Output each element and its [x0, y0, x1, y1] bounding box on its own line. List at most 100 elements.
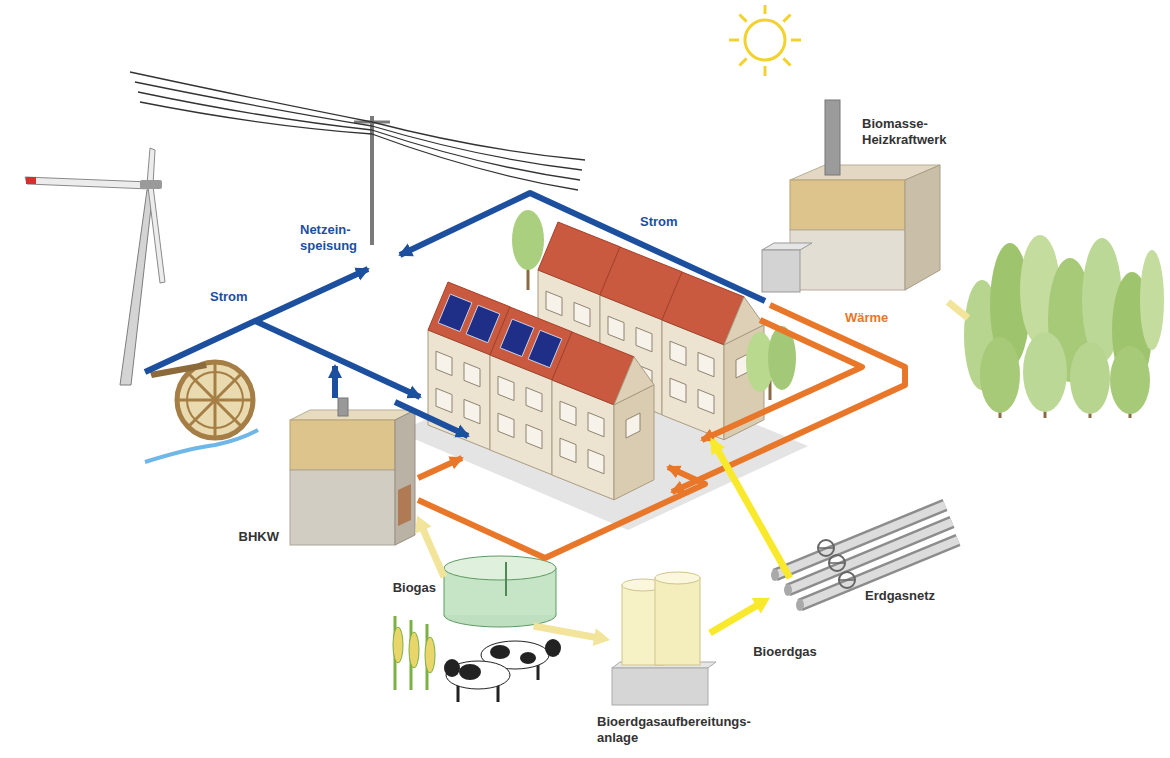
tree [1070, 342, 1110, 414]
wheel-spoke [188, 373, 242, 427]
tree [1110, 346, 1150, 414]
tank-edge [556, 568, 557, 615]
valve-wheel [839, 572, 855, 588]
node-label: Bioerdgasaufbereitungs- anlage [597, 714, 787, 746]
arrow-head [593, 628, 610, 646]
power-flow [332, 366, 338, 398]
bhkw-roof [290, 410, 415, 420]
node-label: Biogas [393, 580, 436, 596]
blade-tip [26, 177, 36, 184]
power-flow [395, 402, 468, 436]
sun-ray [740, 58, 747, 65]
cow-patch [520, 652, 536, 664]
arrow-head [752, 598, 770, 614]
power-flow [255, 321, 420, 397]
node-region: BHKW [285, 398, 417, 545]
heat-flow [418, 467, 705, 558]
gas-pipes [771, 505, 958, 611]
sun [729, 5, 801, 76]
pipe-end [784, 584, 792, 596]
flow-connector-group [534, 626, 610, 646]
annex-roof [762, 243, 812, 250]
flow-connector [422, 527, 444, 577]
wire [140, 102, 578, 190]
tree [1023, 332, 1067, 412]
node-label: Biomasse- Heizkraftwerk [862, 116, 974, 148]
corn [393, 616, 435, 690]
sun-ray [764, 5, 767, 14]
gas-flow [712, 440, 790, 578]
flow-label: Strom [210, 289, 248, 305]
pipe-end [796, 599, 804, 611]
plant-base [612, 668, 708, 705]
heat-flow [418, 458, 462, 478]
cow-head [444, 659, 460, 677]
node-region: Erdgasnetz [770, 500, 960, 615]
flow-connector-group [710, 598, 770, 633]
water-wheel [177, 362, 253, 438]
node-region: Biomasse- Heizkraftwerk [760, 100, 950, 295]
turbine-blade [148, 186, 165, 283]
valve-wheel [818, 540, 834, 556]
tank-top [444, 556, 556, 580]
turbine-blade [25, 177, 150, 189]
wire [135, 82, 582, 170]
solar-panels [438, 294, 500, 343]
pipe [800, 540, 958, 605]
node-label: BHKW [239, 529, 279, 545]
valve-wheel [829, 555, 845, 571]
sun-ray [729, 39, 739, 42]
heat-flows [418, 305, 905, 558]
flow-label: Wärme [845, 310, 888, 326]
heat-flow [672, 305, 905, 492]
sun-ray [791, 39, 801, 42]
flow-connector-group [415, 516, 444, 577]
annex [762, 250, 800, 292]
arrow-head [415, 516, 431, 534]
pipe [800, 540, 958, 605]
gas-cylinder [655, 578, 700, 665]
flow-connector [710, 604, 759, 633]
node-region: Bioerdgasaufbereitungs- anlage [610, 570, 710, 710]
valve-spoke [829, 562, 845, 564]
house-end [614, 357, 654, 500]
power-wires [130, 72, 585, 190]
bhkw-wall [290, 470, 395, 545]
corn-cob [393, 627, 403, 663]
edge-label: Bioerdgas [751, 644, 819, 660]
power-flows [145, 193, 765, 436]
cow-patch [490, 645, 510, 659]
turbine-blade [147, 148, 155, 185]
node-region: Biogas [444, 556, 556, 626]
forest [964, 235, 1164, 418]
sun-ray [740, 15, 747, 22]
solar-panels [500, 319, 562, 368]
tree [1140, 250, 1164, 350]
flow-label: Netzein- speisung [300, 222, 370, 254]
turbine-tower [120, 190, 153, 385]
power-flow [400, 193, 765, 301]
cow-patch [459, 664, 481, 680]
flow-label: Strom [640, 214, 678, 230]
corn-cob [425, 637, 435, 673]
door [398, 484, 411, 526]
bhkw-side [395, 410, 415, 545]
sun-ray [764, 66, 767, 76]
plant-side [905, 165, 940, 290]
plant-wall [790, 180, 905, 230]
sun-ray [783, 58, 790, 65]
wheel-spoke [188, 373, 242, 427]
chimney [338, 398, 348, 416]
flow-connector [534, 626, 598, 638]
tree [980, 337, 1020, 413]
chimney [825, 100, 840, 175]
bhkw-wall [290, 420, 395, 470]
tree [512, 210, 544, 270]
valve-spoke [839, 579, 855, 581]
cow-head [545, 639, 561, 657]
pylon [370, 116, 374, 245]
gas-cylinder-top [655, 572, 700, 584]
